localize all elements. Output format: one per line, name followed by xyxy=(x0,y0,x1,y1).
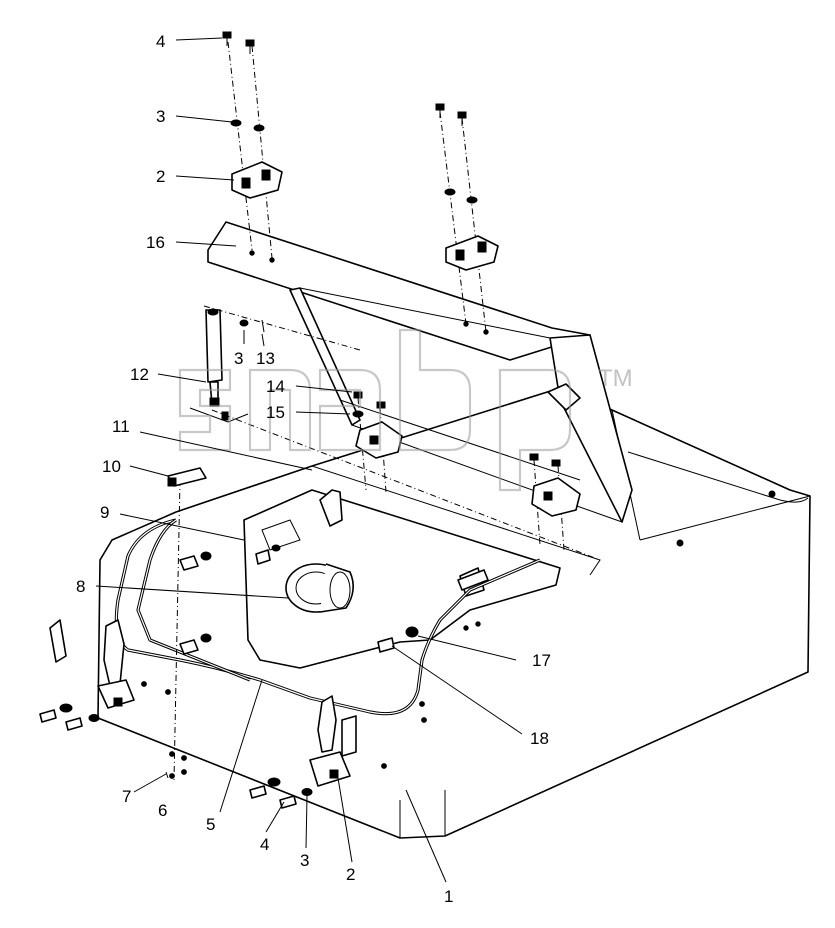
callout-3-top: 3 xyxy=(156,107,165,126)
callout-2-bottom: 2 xyxy=(346,865,355,884)
callout-10: 10 xyxy=(102,457,121,476)
callout-4-bottom: 4 xyxy=(260,835,269,854)
callout-3-bottom: 3 xyxy=(300,851,309,870)
callout-11: 11 xyxy=(112,417,130,436)
hinge-block-top-right xyxy=(445,235,499,271)
leader-lines xyxy=(95,37,523,883)
hinge-block-top-left xyxy=(231,161,283,199)
handle-left xyxy=(49,619,67,663)
handle-top xyxy=(167,467,207,487)
callout-16: 16 xyxy=(146,233,165,252)
callout-14: 14 xyxy=(266,377,285,396)
callout-8: 8 xyxy=(76,577,85,596)
callout-7: 7 xyxy=(122,787,131,806)
callout-5: 5 xyxy=(206,815,215,834)
gas-strut xyxy=(189,308,265,423)
handle-right xyxy=(457,569,489,591)
callout-2-top: 2 xyxy=(156,167,165,186)
watermark: TM xyxy=(178,328,633,492)
callout-1: 1 xyxy=(444,887,453,906)
callout-labels: 4 3 2 16 3 13 12 14 15 11 10 9 8 17 18 7… xyxy=(76,32,551,906)
callout-18: 18 xyxy=(530,729,549,748)
left-latch xyxy=(39,551,212,779)
top-right-hinge-hardware xyxy=(435,103,499,271)
round-port xyxy=(285,563,354,613)
watermark-trademark: TM xyxy=(598,365,633,392)
wire-harness xyxy=(114,518,541,716)
bolt-washer xyxy=(255,544,481,653)
top-left-hinge-hardware xyxy=(222,31,283,199)
callout-4-top: 4 xyxy=(156,32,165,51)
callout-13: 13 xyxy=(256,349,275,368)
callout-3-strut: 3 xyxy=(234,349,243,368)
callout-6: 6 xyxy=(158,801,167,820)
callout-12: 12 xyxy=(130,365,149,384)
callout-17: 17 xyxy=(532,651,551,670)
right-latch xyxy=(249,695,427,809)
callout-9: 9 xyxy=(100,503,109,522)
callout-15: 15 xyxy=(266,403,285,422)
